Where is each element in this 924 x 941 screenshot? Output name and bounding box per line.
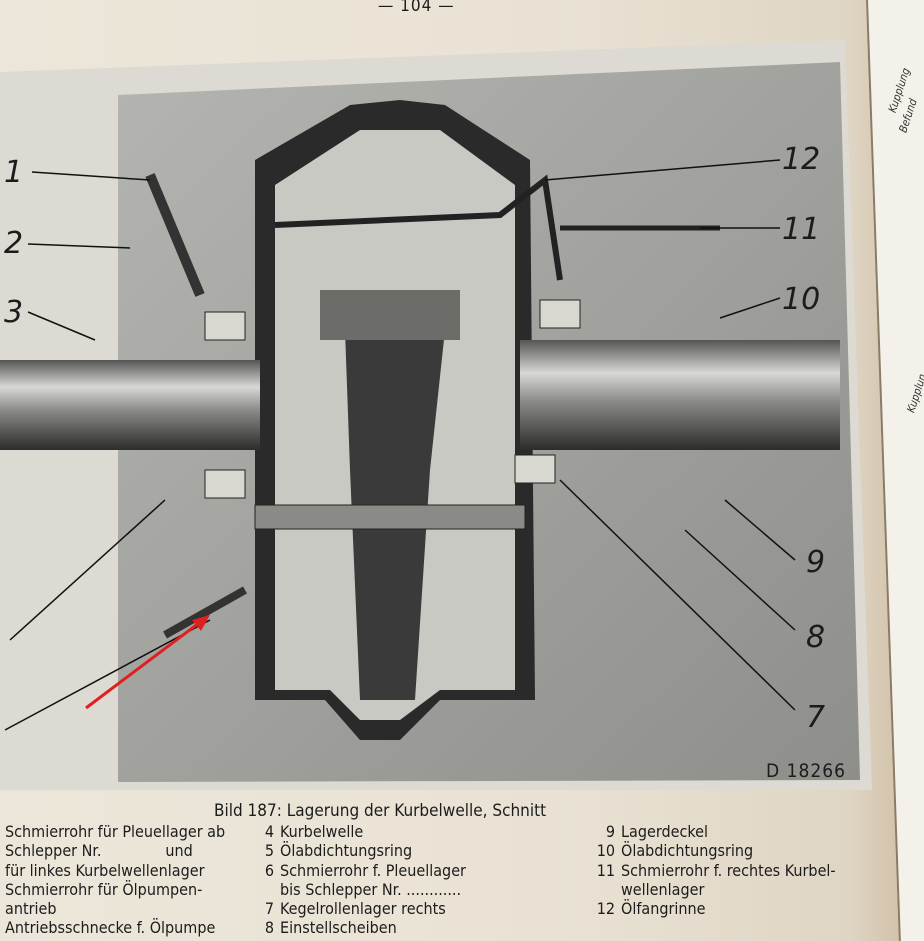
caption-item: 11 Schmierrohr f. rechtes Kurbel- <box>585 861 836 880</box>
caption-line: Schmierrohr für Pleuellager ab <box>5 822 226 841</box>
caption-item: 9 Lagerdeckel <box>585 822 836 841</box>
crankshaft-left <box>0 360 260 450</box>
page-number: — 104 — <box>378 0 455 16</box>
item-number: 9 <box>605 822 615 841</box>
red-arrow <box>85 618 204 710</box>
caption-item: 7 Kegelrollenlager rechts <box>252 899 466 918</box>
caption-line: Schlepper Nr. und <box>5 841 193 861</box>
item-text: Einstellscheiben <box>280 918 397 938</box>
bearing-left-bottom <box>204 469 246 499</box>
caption-middle-column: 4 Kurbelwelle 5 Ölabdichtungsring 6 Schmier… <box>252 822 466 938</box>
crank-web <box>320 290 460 340</box>
oil-pump-worm <box>254 504 526 530</box>
callout-11: 11 <box>782 212 821 247</box>
item-number: 8 <box>264 918 274 938</box>
item-text: Schmierrohr f. Pleuellager <box>280 860 466 880</box>
item-number: 11 <box>596 860 615 880</box>
callout-8: 8 <box>806 620 826 655</box>
callout-1: 1 <box>4 155 24 190</box>
item-text: Kegelrollenlager rechts <box>280 899 446 919</box>
caption-line: Schmierrohr für Ölpumpen- <box>5 879 203 899</box>
caption-line: für linkes Kurbelwellenlager <box>5 860 205 880</box>
item-number: 7 <box>264 899 274 919</box>
item-text: Kurbelwelle <box>280 822 364 841</box>
drawing-code: D 18266 <box>766 760 846 782</box>
item-number: 12 <box>596 899 615 919</box>
cross-section-drawing <box>0 40 872 790</box>
caption-title: Bild 187: Lagerung der Kurbelwelle, Schn… <box>214 801 547 821</box>
item-text: Lagerdeckel <box>621 822 709 841</box>
callout-9: 9 <box>806 545 826 580</box>
red-arrow-head <box>192 615 210 631</box>
bearing-left-top <box>204 311 246 341</box>
crankshaft-right <box>520 340 840 450</box>
item-text: wellenlager <box>621 879 705 899</box>
item-number: 10 <box>596 841 615 861</box>
caption-line: antrieb <box>5 899 57 919</box>
bearing-right-top <box>539 299 581 329</box>
oil-pipe <box>274 174 563 281</box>
caption-line: Antriebsschnecke f. Ölpumpe <box>5 918 216 938</box>
caption-item: bis Schlepper Nr. ............ <box>252 880 466 899</box>
callout-2: 2 <box>4 226 24 261</box>
item-text: Ölabdichtungsring <box>621 841 754 861</box>
callout-12: 12 <box>782 142 821 177</box>
item-number: 6 <box>264 860 274 880</box>
caption-item: 8 Einstellscheiben <box>252 918 466 937</box>
caption-item: 12 Ölfangrinne <box>585 899 836 918</box>
callout-10: 10 <box>782 282 821 317</box>
item-text: Ölfangrinne <box>621 899 706 919</box>
callout-3: 3 <box>4 295 24 330</box>
caption-item: 6 Schmierrohr f. Pleuellager <box>252 861 466 880</box>
caption-left-column: Schmierrohr für Pleuellager ab Schlepper… <box>5 822 225 938</box>
item-text: bis Schlepper Nr. ............ <box>280 879 462 899</box>
caption-item: 4 Kurbelwelle <box>252 822 466 841</box>
item-number: 5 <box>264 841 274 861</box>
item-number: 4 <box>264 822 274 841</box>
oil-pipe-bottom <box>163 586 247 639</box>
callout-7: 7 <box>806 700 826 735</box>
caption-item: wellenlager <box>585 880 836 899</box>
leader-lines <box>4 159 796 731</box>
caption-right-column: 9 Lagerdeckel 10 Ölabdichtungsring 11 Schmi… <box>585 822 836 918</box>
caption-item: 5 Ölabdichtungsring <box>252 841 466 860</box>
caption-item: 10 Ölabdichtungsring <box>585 841 836 860</box>
item-text: Ölabdichtungsring <box>280 841 413 861</box>
item-text: Schmierrohr f. rechtes Kurbel- <box>621 860 836 880</box>
bearing-right-bottom <box>514 454 556 484</box>
oil-pipe-left <box>145 173 205 297</box>
